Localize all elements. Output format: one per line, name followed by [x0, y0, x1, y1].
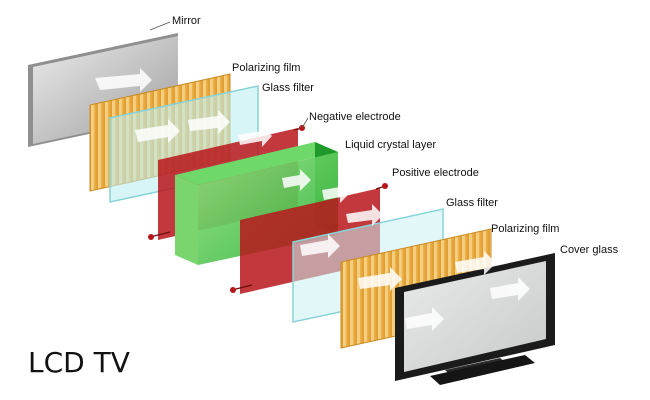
label-glass-filter-back: Glass filter	[262, 82, 314, 94]
label-mirror: Mirror	[172, 15, 201, 27]
label-glass-filter-front: Glass filter	[446, 197, 498, 209]
light-path-arrows	[135, 110, 530, 331]
negative-electrode-leader	[301, 117, 309, 129]
label-polarizing-film-back: Polarizing film	[232, 62, 300, 74]
label-positive-electrode: Positive electrode	[392, 167, 479, 179]
label-negative-electrode: Negative electrode	[309, 111, 401, 123]
diagram-title: LCD TV	[28, 346, 130, 379]
mirror-leader	[149, 21, 171, 31]
label-polarizing-film-front: Polarizing film	[491, 223, 559, 235]
label-cover-glass: Cover glass	[560, 244, 619, 256]
label-liquid-crystal-layer: Liquid crystal layer	[345, 139, 436, 151]
